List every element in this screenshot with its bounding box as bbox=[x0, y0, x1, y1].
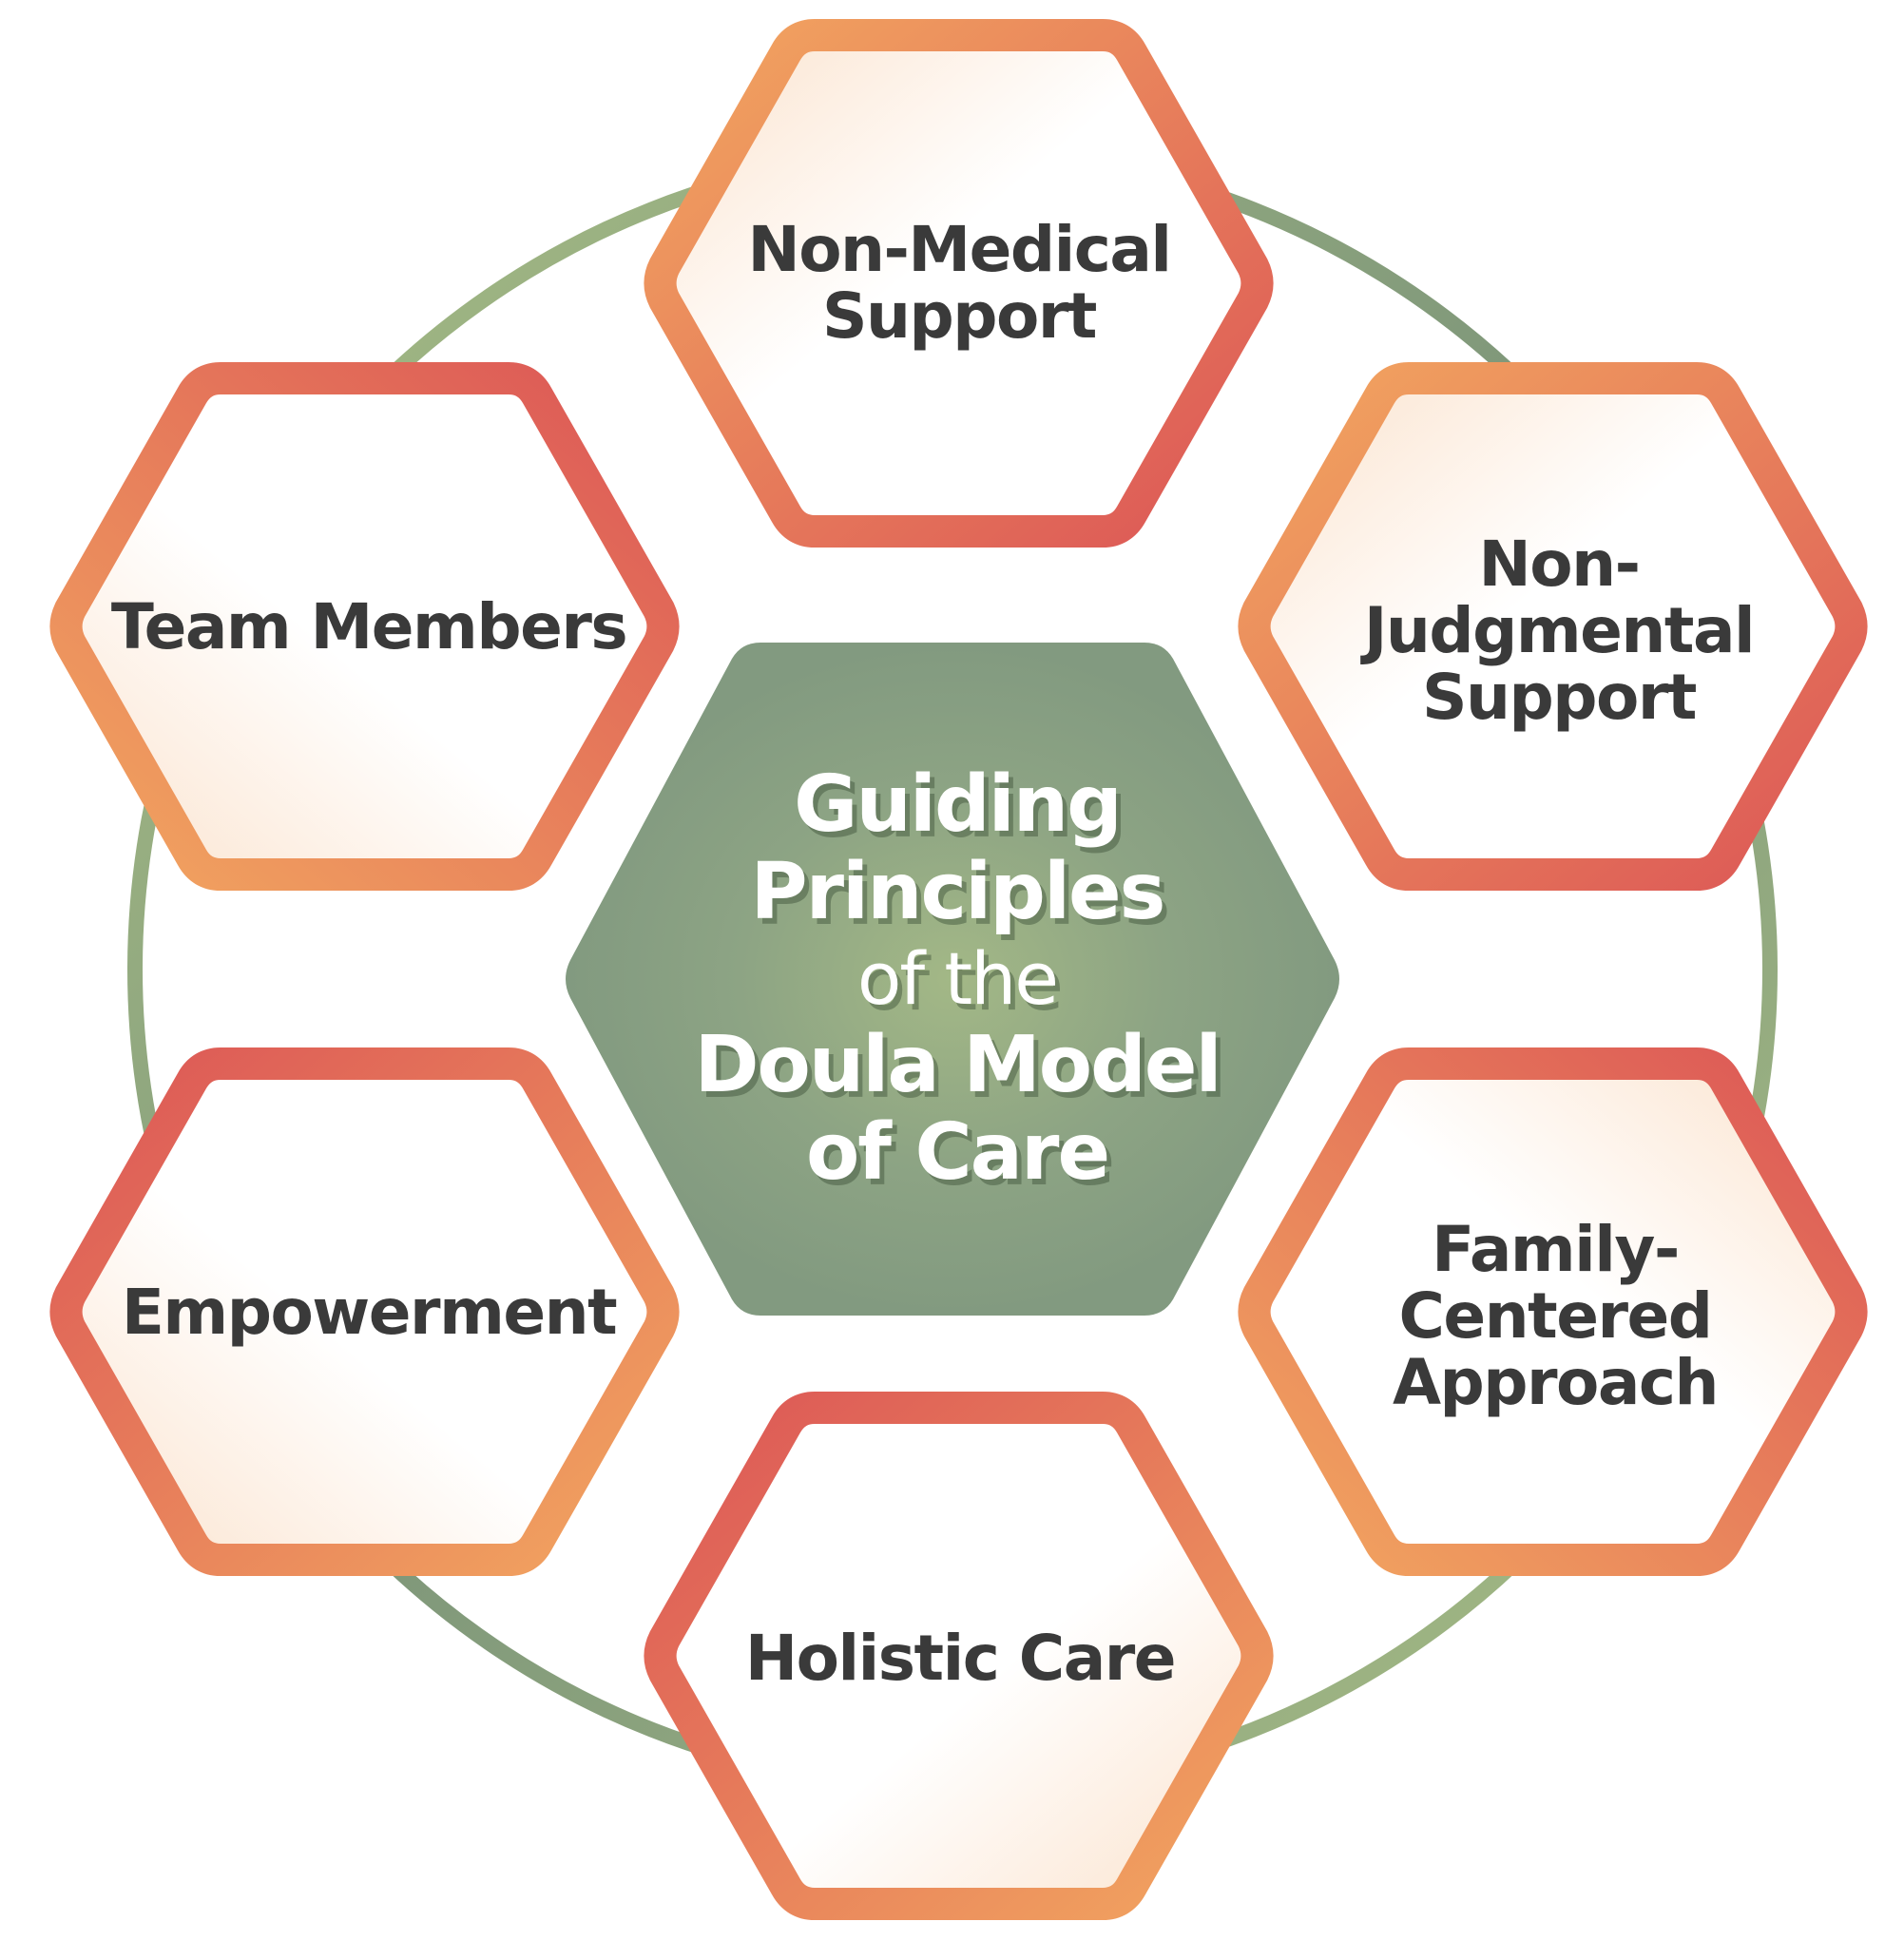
hexagon-holistic-care bbox=[644, 1392, 1274, 1920]
label-holistic-care: Holistic Care bbox=[694, 1625, 1226, 1692]
label-line: Centered bbox=[1398, 1279, 1713, 1353]
hexagon-shape bbox=[644, 19, 1274, 548]
label-line: Team Members bbox=[110, 590, 628, 663]
label-family-centered-approach: Family- Centered Approach bbox=[1289, 1217, 1821, 1416]
label-empowerment: Empowerment bbox=[103, 1279, 635, 1346]
hexagon-shape bbox=[49, 1047, 680, 1576]
center-title-line-1: Guiding bbox=[794, 759, 1123, 850]
center-title-line-3: of the bbox=[856, 936, 1059, 1021]
center-title-line-5: of Care bbox=[805, 1107, 1110, 1198]
hexagon-non-judgmental-support bbox=[1238, 362, 1868, 891]
center-title-line-4: Doula Model bbox=[694, 1020, 1221, 1110]
label-team-members: Team Members bbox=[103, 594, 635, 661]
center-title: Guiding Principles of the Doula Model of… bbox=[653, 761, 1261, 1197]
label-line: Support bbox=[822, 279, 1097, 353]
hexagon-shape bbox=[1238, 1047, 1868, 1576]
hexagon-non-medical-support bbox=[644, 19, 1274, 548]
hexagon-shape bbox=[49, 362, 680, 891]
label-line: Holistic Care bbox=[744, 1622, 1177, 1695]
label-line: Non- bbox=[1478, 528, 1641, 601]
hexagon-empowerment bbox=[49, 1047, 680, 1576]
hexagon-shape bbox=[644, 1392, 1274, 1920]
label-line: Family- bbox=[1432, 1213, 1680, 1286]
label-line: Empowerment bbox=[121, 1276, 618, 1349]
center-hexagon bbox=[566, 643, 1339, 1316]
label-line: Non-Medical bbox=[747, 213, 1172, 286]
hexagon-family-centered-approach bbox=[1238, 1047, 1868, 1576]
label-line: Approach bbox=[1392, 1346, 1720, 1419]
center-title-line-2: Principles bbox=[750, 847, 1166, 937]
label-line: Support bbox=[1422, 661, 1697, 734]
hexagon-team-members bbox=[49, 362, 680, 891]
label-non-medical-support: Non-Medical Support bbox=[693, 217, 1225, 350]
label-non-judgmental-support: Non- Judgmental Support bbox=[1293, 531, 1825, 731]
label-line: Judgmental bbox=[1363, 594, 1756, 667]
hexagon-shape bbox=[1238, 362, 1868, 891]
